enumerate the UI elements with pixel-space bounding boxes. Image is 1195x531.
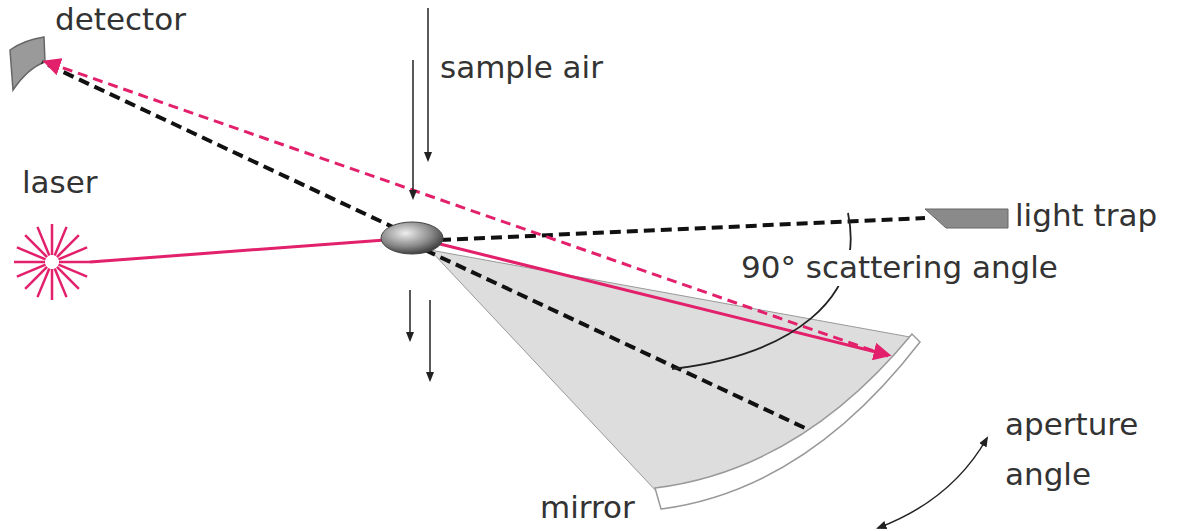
part-label: detector <box>55 2 186 38</box>
reflected-light <box>46 62 888 356</box>
laser-ray <box>51 224 54 255</box>
air-arrow <box>412 60 414 198</box>
aperture-arrow <box>878 438 987 528</box>
air-arrow <box>429 300 431 380</box>
laser-ray <box>17 247 46 259</box>
laser-ray <box>58 247 87 259</box>
air-arrow <box>409 290 411 340</box>
laser-ray <box>55 227 67 256</box>
angle-arc <box>672 213 851 369</box>
part-label: laser <box>22 165 98 201</box>
laser-ray <box>57 267 79 289</box>
light-trap-shape <box>925 209 1008 228</box>
particle <box>381 222 443 254</box>
laser-ray <box>59 261 90 264</box>
light-trap-axis <box>440 218 925 240</box>
part-label: aperture angle <box>1005 400 1180 499</box>
air-arrow <box>427 8 429 160</box>
part-label: sample air <box>440 50 603 86</box>
laser-ray <box>25 267 47 289</box>
laser-ray <box>57 235 79 257</box>
laser-symbol <box>14 224 90 300</box>
laser-ray <box>55 268 67 297</box>
laser-ray <box>17 265 46 277</box>
laser-ray <box>37 268 49 297</box>
air-flow-arrows <box>410 8 430 380</box>
part-label: light trap <box>1015 198 1157 234</box>
laser-ray <box>51 269 54 300</box>
detector-axis <box>42 62 412 236</box>
part-label: mirror <box>540 490 635 526</box>
laser-beam <box>90 240 385 262</box>
laser-ray <box>25 235 47 257</box>
laser-ray <box>14 261 45 264</box>
part-label: 90° scattering angle <box>738 250 1061 286</box>
laser-ray <box>37 227 49 256</box>
optical-axes <box>42 62 925 428</box>
detector-shape <box>10 37 45 90</box>
laser-ray <box>58 265 87 277</box>
